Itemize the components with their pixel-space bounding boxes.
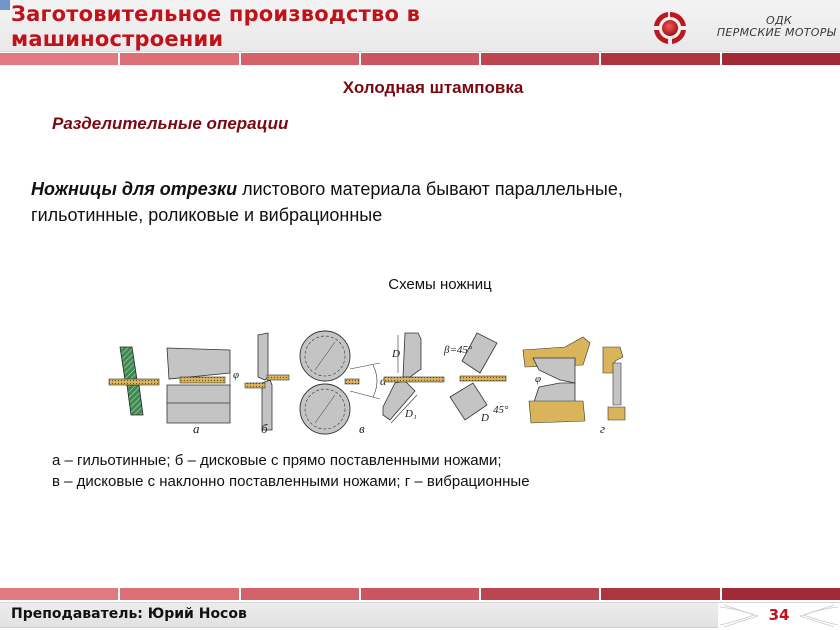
slide-footer: Преподаватель: Юрий Носов 34 xyxy=(0,602,840,629)
footer-author: Преподаватель: Юрий Носов xyxy=(11,606,247,622)
figure-legend: а – гильотинные; б – дисковые с прямо по… xyxy=(52,450,752,492)
figure-caption: Схемы ножниц xyxy=(388,276,492,293)
stripe-segment xyxy=(721,53,840,65)
stripe-segment xyxy=(240,53,359,65)
scheme-inclined-disc: D D₁ xyxy=(382,332,445,424)
stripe-segment xyxy=(240,588,359,600)
label-D1: D₁ xyxy=(404,408,417,420)
stripe-segment xyxy=(0,53,119,65)
label-g: г xyxy=(600,421,605,436)
company-logo: ОДК ПЕРМСКИЕ МОТОРЫ xyxy=(650,9,836,47)
paragraph-line1: Ножницы для отрезки листового материала … xyxy=(31,176,751,202)
label-D-2: D xyxy=(480,412,489,424)
section-heading: Разделительные операции xyxy=(52,114,289,133)
stripe-segment xyxy=(360,588,480,600)
label-beta: β=45° xyxy=(443,344,473,356)
logo-text: ОДК ПЕРМСКИЕ МОТОРЫ xyxy=(696,15,836,39)
guillotine-side-view xyxy=(108,346,160,416)
scheme-beta-45: β=45° 45° D xyxy=(443,332,509,424)
body-paragraph: Ножницы для отрезки листового материала … xyxy=(31,176,751,228)
label-alpha: α xyxy=(380,374,387,388)
label-v: в xyxy=(359,421,365,436)
paragraph-line1-rest: листового материала бывают параллельные, xyxy=(237,179,623,199)
label-b: б xyxy=(261,421,268,436)
stripe-segment xyxy=(721,588,840,600)
corner-mark xyxy=(0,0,10,10)
stripe-segment xyxy=(601,53,720,65)
scheme-v-roller-discs: α в xyxy=(299,330,387,436)
paragraph-emphasis: Ножницы для отрезки xyxy=(31,179,238,199)
stripe-segment xyxy=(481,588,600,600)
scheme-b-straight-disc: б xyxy=(244,332,290,436)
slide-title-line2: машиностроении xyxy=(11,27,224,51)
shears-diagram: φ а б α в D D₁ β=45° 45 xyxy=(108,330,626,436)
header-stripe xyxy=(0,53,840,65)
legend-line1: а – гильотинные; б – дисковые с прямо по… xyxy=(52,452,502,469)
page-ornament-icon xyxy=(718,603,840,629)
label-a: а xyxy=(193,421,200,436)
paragraph-line2: гильотинные, роликовые и вибрационные xyxy=(31,205,383,225)
odk-swirl-logo-icon xyxy=(654,11,686,44)
stripe-segment xyxy=(120,53,239,65)
stripe-segment xyxy=(120,588,239,600)
label-phi: φ xyxy=(233,369,239,381)
stripe-segment xyxy=(601,588,720,600)
footer-stripe xyxy=(0,588,840,600)
slide-header: Заготовительное производство в машиностр… xyxy=(0,0,840,52)
logo-line1: ОДК xyxy=(766,14,792,27)
page-number: 34 xyxy=(768,606,790,624)
slide-title-line1: Заготовительное производство в xyxy=(11,2,421,26)
legend-line2: в – дисковые с наклонно поставленными но… xyxy=(52,473,530,490)
scheme-g-vibration: φ г xyxy=(522,336,626,436)
logo-line2: ПЕРМСКИЕ МОТОРЫ xyxy=(716,26,836,39)
stripe-segment xyxy=(360,53,480,65)
slide-subtitle: Холодная штамповка xyxy=(342,78,524,97)
stripe-segment xyxy=(0,588,119,600)
slide-title: Заготовительное производство в машиностр… xyxy=(11,2,571,52)
label-45: 45° xyxy=(493,404,509,416)
stripe-segment xyxy=(481,53,600,65)
scheme-a-guillotine: φ а xyxy=(166,347,239,436)
label-D-1: D xyxy=(391,348,400,360)
label-phi-2: φ xyxy=(535,373,541,385)
